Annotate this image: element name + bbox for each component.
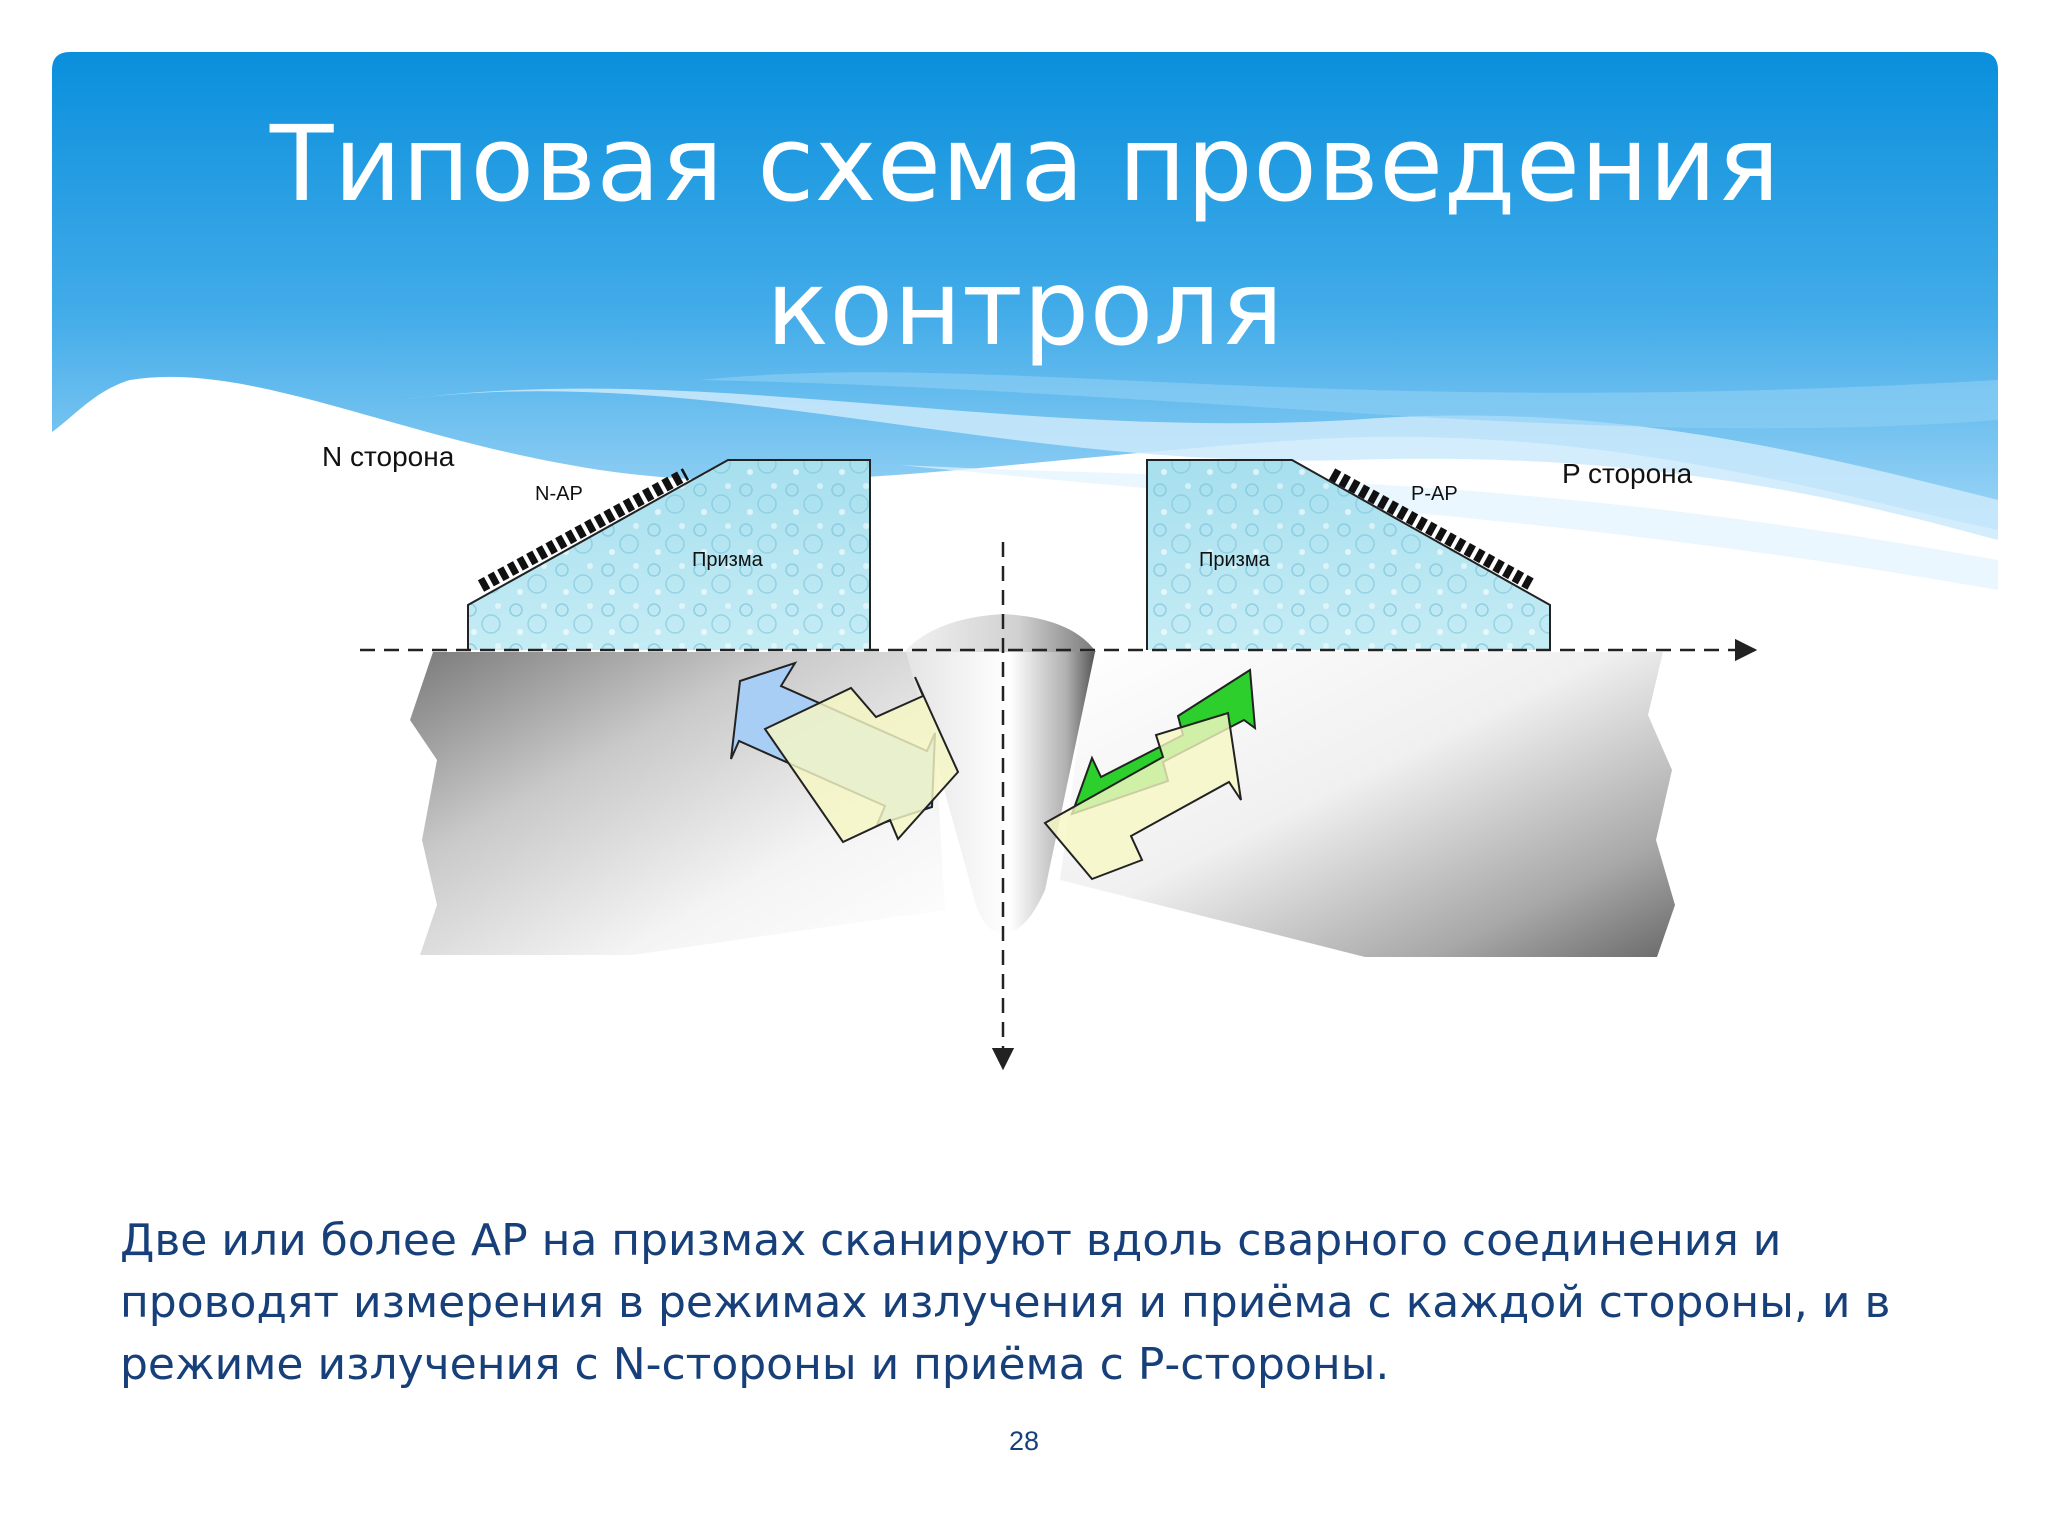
p-side-label: P сторона (1562, 458, 1693, 489)
weld-seam (906, 652, 1095, 933)
p-array-elements (1328, 468, 1538, 592)
left-prism (467, 459, 871, 650)
n-array-label: N-AP (535, 483, 583, 505)
left-prism-label: Призма (692, 549, 764, 571)
slide-body-text: Две или более АР на призмах сканируют вд… (120, 1215, 1891, 1390)
weld-cap (904, 614, 1096, 652)
n-yellow-beam-arrow (763, 676, 960, 844)
right-prism-label: Призма (1199, 549, 1271, 571)
right-prism (1146, 459, 1551, 650)
page-number: 28 (1008, 1426, 1040, 1456)
n-array-elements (477, 468, 690, 592)
p-yellow-beam-arrow (1043, 711, 1242, 881)
slide-title: Типовая схема проведения контроля (269, 103, 1781, 369)
n-side-label: N сторона (322, 441, 455, 472)
p-array-label: P-AP (1411, 483, 1458, 505)
